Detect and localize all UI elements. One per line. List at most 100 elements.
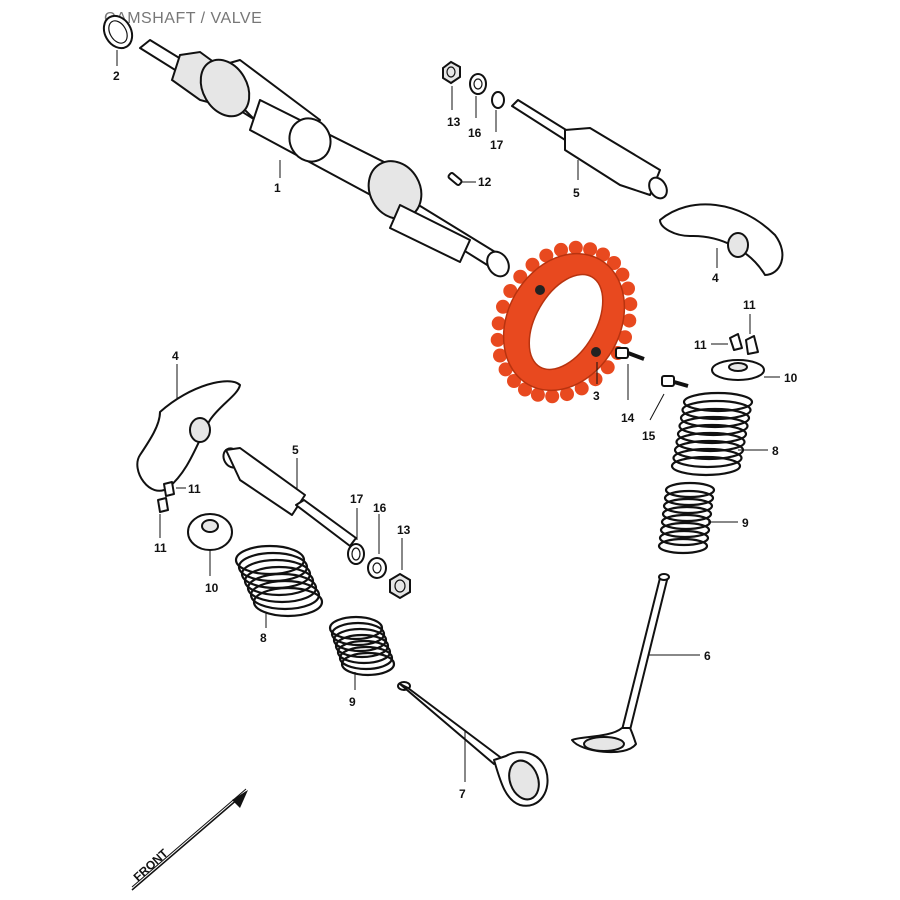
label-sprocket: 3 [593,389,600,403]
sprocket-tooth [607,256,621,270]
spring-coil [675,431,746,453]
spring-coil [681,399,752,421]
sprocket-tooth [621,281,635,296]
part-outer-spring-left [234,544,324,628]
label-camshaft: 1 [274,181,281,195]
part-oring [102,14,134,66]
spring-coil [657,537,709,555]
spring-coil [670,455,742,477]
sprocket-tooth [623,297,638,312]
spring-coil [662,497,714,515]
label-outer-spring-right: 8 [772,444,779,458]
sprocket-tooth [615,267,630,282]
spring-coil [678,415,749,437]
spring-coil [658,529,710,547]
sprocket-tooth [525,257,540,272]
part-camshaft [139,39,510,278]
sprocket-tooth [507,374,521,388]
spring-coil [679,407,751,429]
spring-coil [676,423,748,445]
part-cotter-left [157,481,186,538]
label-valve-left: 7 [459,787,466,801]
label-washer-bottom: 16 [373,501,387,515]
part-inner-spring-right [657,481,738,555]
sprocket-tooth [574,381,589,396]
label-oring-top: 17 [490,138,504,152]
label-valve-right: 6 [704,649,711,663]
sprocket-tooth [530,387,545,402]
label-pin: 12 [478,175,492,189]
label-cotter-left-a: 11 [188,482,201,496]
sprocket-tooth [503,284,518,298]
sprocket-tooth [600,360,615,375]
label-rocker-left: 4 [172,349,179,363]
spring-coil [663,489,715,507]
part-pin [447,172,476,186]
part-retainer-right [711,359,780,381]
part-nut-bottom [389,538,411,600]
spring-coil [672,447,743,469]
spring-coil [661,505,713,523]
sprocket-tooth [560,387,574,402]
sprocket-tooth [545,389,560,404]
part-washer-top [469,73,487,118]
sprocket-tooth [490,332,505,347]
sprocket-tooth [491,316,506,331]
spring-coil [338,645,394,671]
label-oring: 2 [113,69,120,83]
sprocket-tooth [554,242,568,257]
part-oring-bottom [347,508,365,565]
part-nut-top [442,60,461,110]
label-cotter-right-b: 11 [743,298,756,312]
label-rocker-shaft-right: 5 [573,186,580,200]
part-sprocket [490,240,638,404]
sprocket-tooth [583,242,598,257]
part-outer-spring-right [670,391,768,477]
part-rocker-shaft-left [222,447,357,547]
sprocket-tooth [568,240,583,255]
label-cotter-left-b: 11 [154,541,167,555]
spring-coil [664,481,716,499]
spring-coil [340,651,396,677]
sprocket-tooth [622,313,637,328]
label-inner-spring-right: 9 [742,516,749,530]
spring-coil [659,521,711,539]
part-bolt-15 [649,375,689,421]
spring-coil [682,391,754,413]
part-cotter-right [711,314,759,355]
label-nut-bottom: 13 [397,523,411,537]
sprocket-tooth [596,247,610,262]
front-arrow [131,788,248,891]
label-cotter-right-a: 11 [694,338,707,352]
part-inner-spring-left [328,615,396,690]
sprocket-tooth [513,269,528,284]
part-washer-bottom [367,514,387,579]
label-rocker-shaft-left: 5 [292,443,299,457]
spring-coil [334,633,390,659]
label-outer-spring-left: 8 [260,631,267,645]
label-rocker-right: 4 [712,271,719,285]
part-valve-left [397,681,549,807]
part-valve-right [571,573,700,754]
part-rocker-left [136,364,241,492]
label-oring-bottom: 17 [350,492,364,506]
label-washer-top: 16 [468,126,482,140]
sprocket-tooth [493,348,507,363]
part-bolt-14 [615,347,645,400]
part-retainer-left [187,513,233,576]
label-inner-spring-left: 9 [349,695,356,709]
label-retainer-left: 10 [205,581,219,595]
front-label: FRONT [131,846,172,885]
spring-coil [328,615,384,641]
sprocket-tooth [518,382,532,397]
diagram-title: CAMSHAFT / VALVE [104,10,263,27]
label-bolt-15: 15 [642,429,656,443]
sprocket-tooth [496,299,510,314]
spring-coil [332,627,388,653]
spring-coil [252,586,324,618]
part-rocker-right [659,203,784,276]
label-nut-top: 13 [447,115,461,129]
label-bolt-14: 14 [621,411,635,425]
sprocket-tooth [498,362,513,377]
